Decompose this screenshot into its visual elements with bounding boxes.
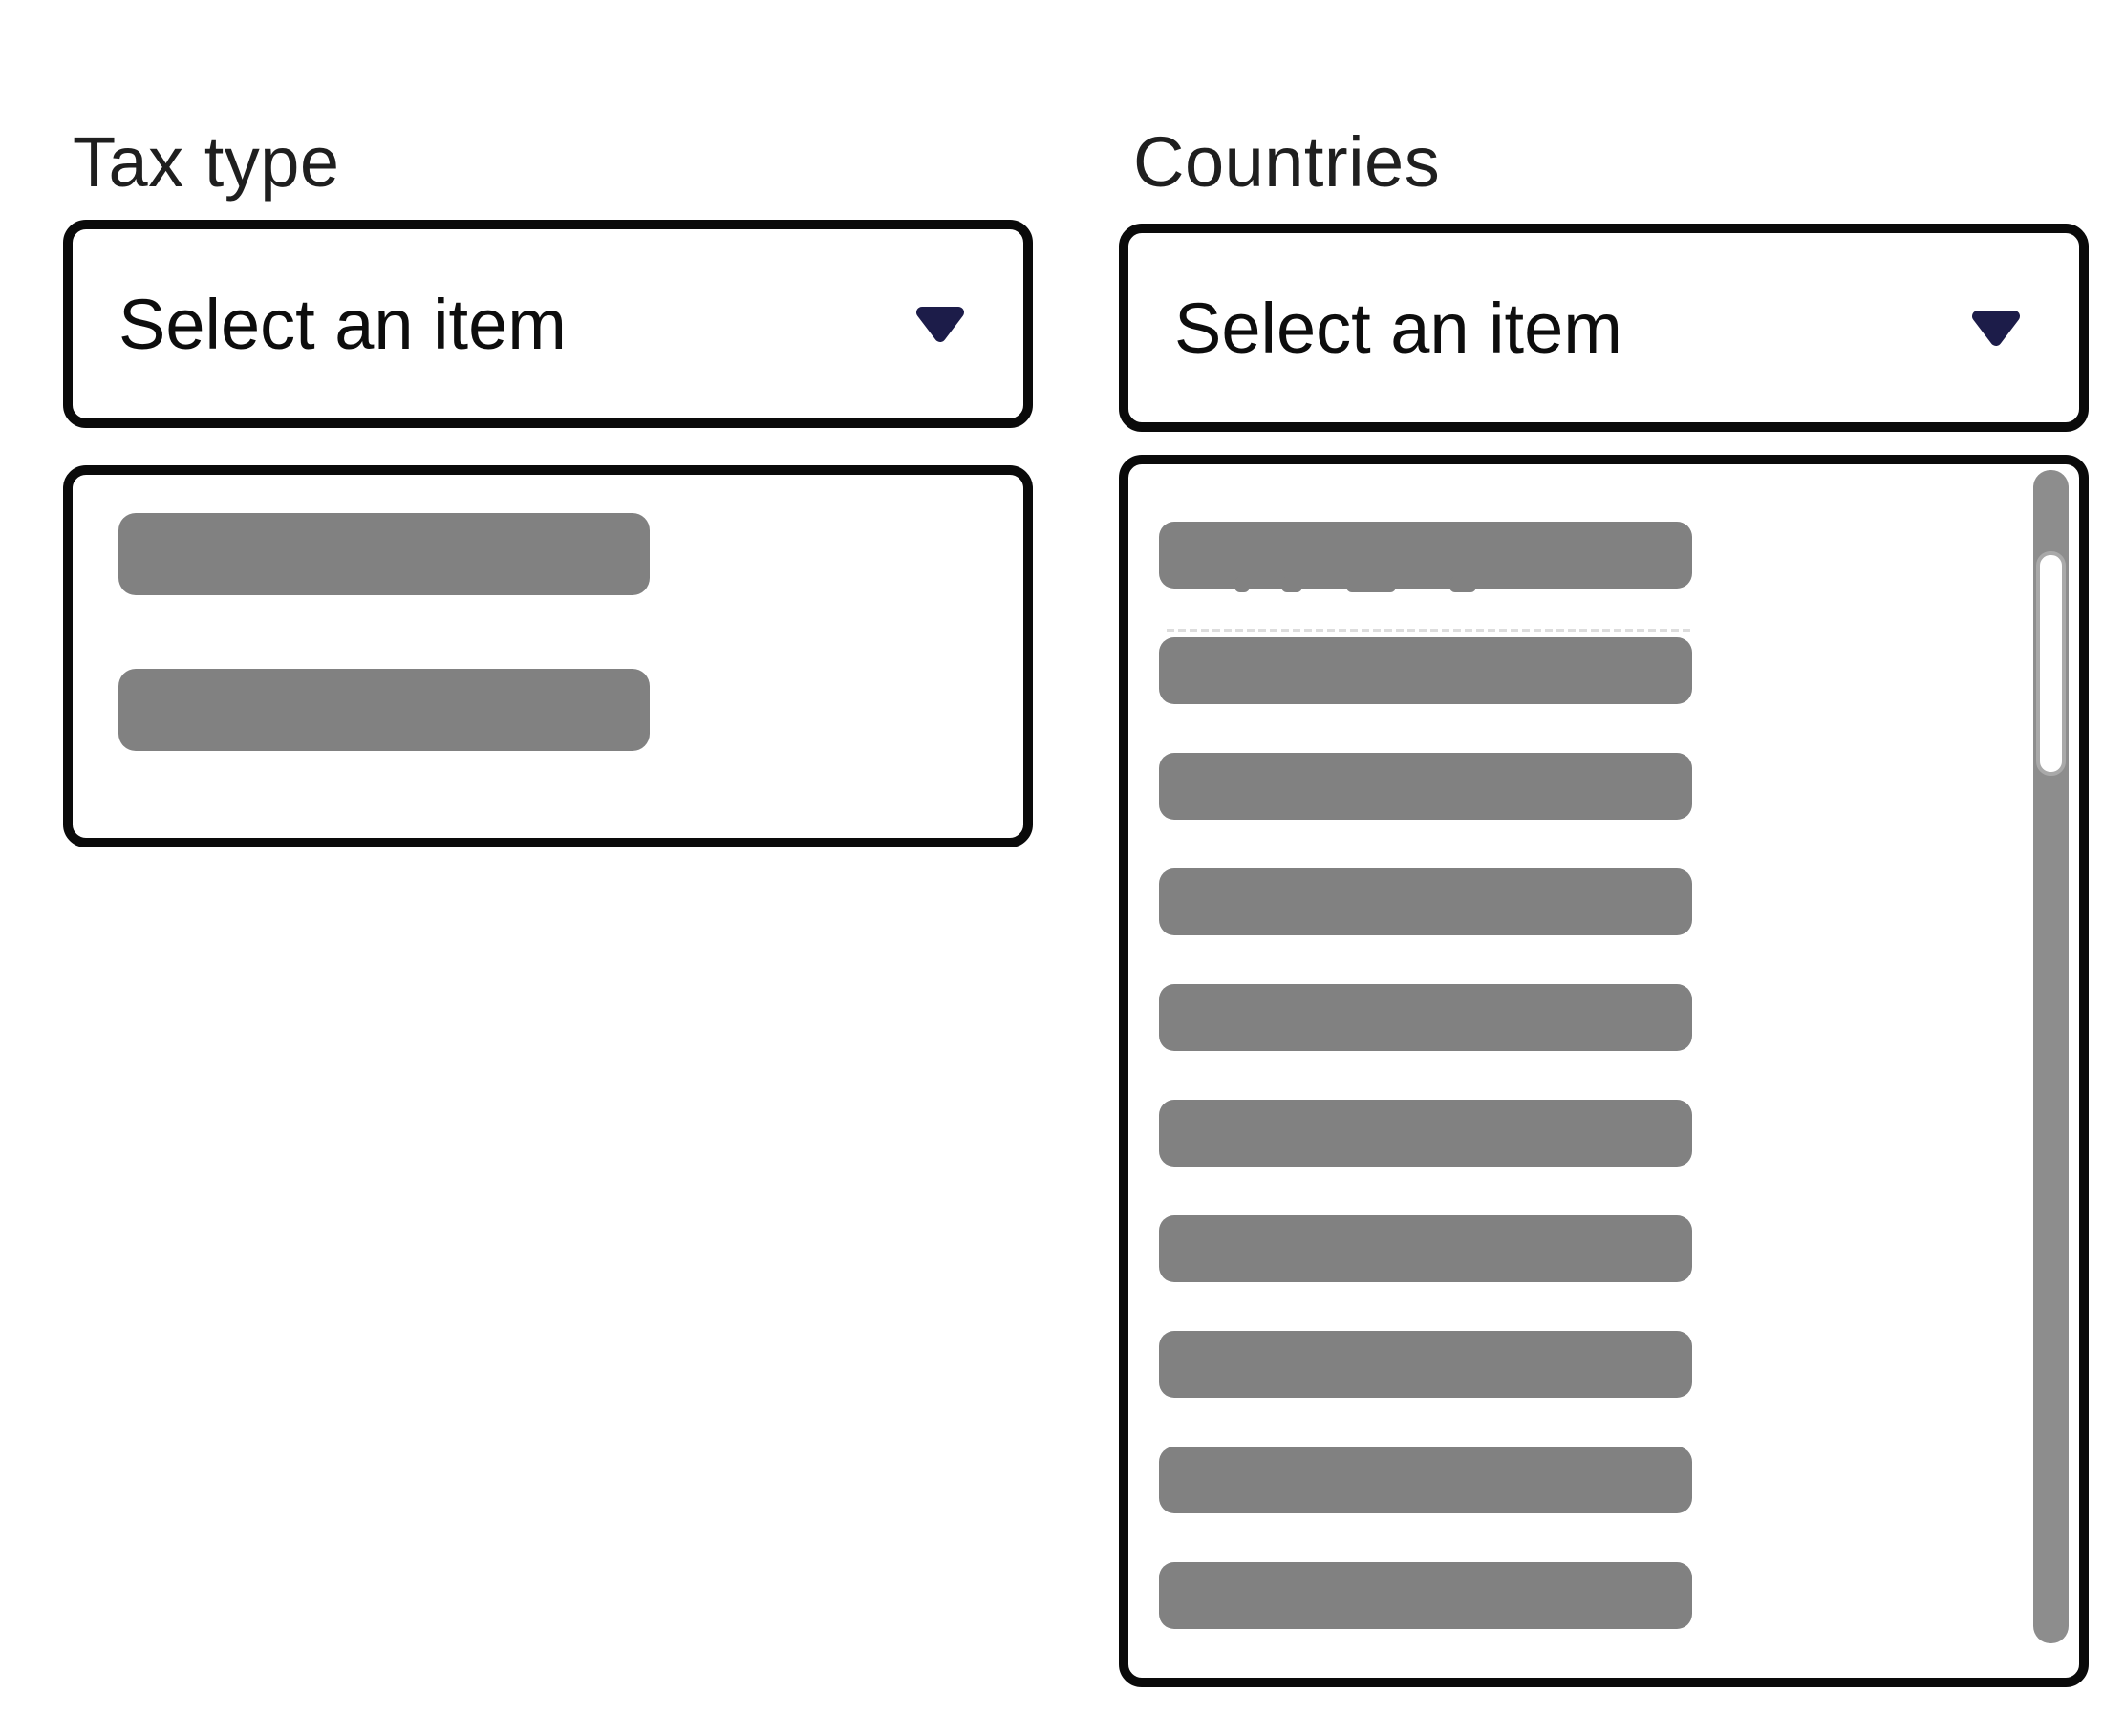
countries-listbox[interactable] [1119, 455, 2089, 1687]
skeleton-item [1159, 637, 1692, 704]
skeleton-item [1159, 868, 1692, 935]
skeleton-text-artifact [1234, 577, 1250, 592]
skeleton-item [1159, 1331, 1692, 1398]
tax-type-listbox[interactable] [63, 465, 1033, 847]
tax-type-label: Tax type [73, 122, 340, 202]
skeleton-ghost-line [1167, 629, 1690, 632]
countries-label: Countries [1133, 122, 1441, 202]
tax-type-select-value: Select an item [118, 284, 567, 364]
countries-select-value: Select an item [1174, 288, 1622, 368]
chevron-down-icon [912, 303, 968, 345]
skeleton-item [1159, 1100, 1692, 1167]
tax-type-select[interactable]: Select an item [63, 220, 1033, 428]
countries-select[interactable]: Select an item [1119, 224, 2089, 432]
skeleton-text-artifact [1281, 577, 1302, 592]
skeleton-item [1159, 1447, 1692, 1513]
skeleton-text-artifact [1449, 577, 1476, 592]
skeleton-item [118, 513, 650, 595]
skeleton-item [1159, 1562, 1692, 1629]
scrollbar-track[interactable] [2033, 470, 2069, 1643]
skeleton-item [118, 669, 650, 751]
skeleton-item [1159, 984, 1692, 1051]
skeleton-text-artifact [1346, 577, 1396, 592]
chevron-down-icon [1968, 307, 2024, 349]
skeleton-item [1159, 753, 1692, 820]
scrollbar-thumb[interactable] [2036, 551, 2066, 776]
skeleton-item [1159, 1215, 1692, 1282]
skeleton-item [1159, 522, 1692, 592]
